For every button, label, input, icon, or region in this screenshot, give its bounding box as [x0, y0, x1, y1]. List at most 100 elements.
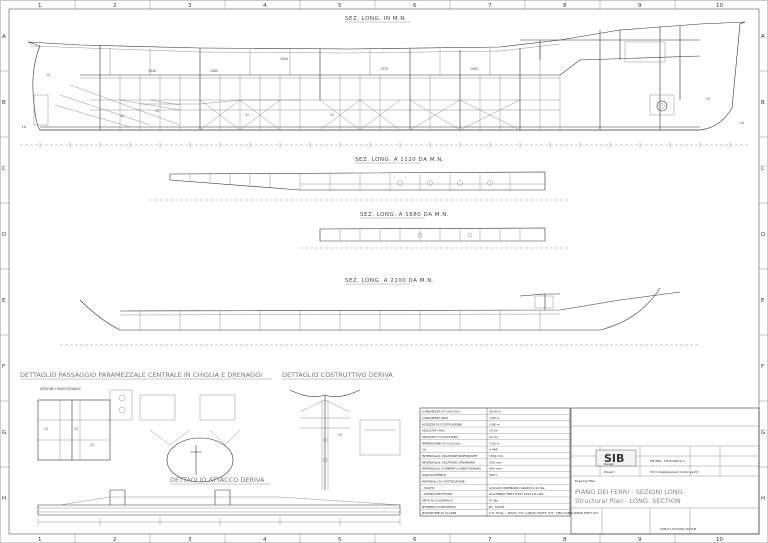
detail-keel-bar	[37, 489, 401, 526]
svg-text:1370: 1370	[380, 67, 388, 71]
row-label: F	[2, 364, 5, 370]
spec-label: Cb	[422, 448, 426, 452]
row-label: G	[761, 430, 765, 436]
spec-value: 450 mm	[489, 467, 502, 471]
col-label: 1	[38, 537, 42, 543]
spec-value: N.I. 50035	[489, 505, 505, 509]
spec-label: ENTE DI CLASSIFICA	[422, 498, 453, 502]
svg-text:12: 12	[155, 109, 159, 113]
svg-text:12: 12	[120, 114, 124, 118]
spec-label: NUMERO DI REGISTRO	[422, 505, 456, 509]
spec-value: 1500 mm	[489, 454, 504, 458]
spec-label: LARGHEZZA MAX	[422, 416, 448, 420]
inner-border	[8, 8, 760, 535]
company-logo: SIB	[604, 452, 624, 465]
section-1680-view	[319, 227, 546, 242]
svg-text:1940: 1940	[470, 67, 478, 71]
col-label: 6	[413, 537, 417, 543]
spec-label: IMMERSIONE DI CALCOLO	[422, 441, 461, 445]
row-label: E	[761, 298, 765, 304]
detail-title-keelson: DETTAGLIO PASSAGGIO PARAMEZZALE CENTRALE…	[20, 371, 262, 379]
svg-text:12: 12	[90, 443, 94, 447]
col-label: 10	[716, 3, 723, 9]
view-title-sec3: SEZ. LONG. A 2100 DA M.N.	[345, 278, 434, 284]
svg-text:12: 12	[245, 113, 249, 117]
row-label: H	[761, 496, 765, 502]
col-label: 8	[563, 537, 567, 543]
section-1120-view	[169, 171, 546, 191]
drawing-title-label: Drawing Title	[575, 479, 595, 483]
col-label: 3	[188, 537, 192, 543]
spec-label: INTERVALLO OSSATURE ORDINARIE	[422, 460, 475, 464]
spec-value: 300 t	[489, 473, 498, 477]
spec-value: 3.80 m	[489, 422, 500, 426]
row-label: A	[761, 34, 765, 40]
spec-value: 7.80 m	[489, 416, 500, 420]
svg-text:12: 12	[74, 427, 78, 431]
svg-text:1940: 1940	[280, 57, 288, 61]
row-label: H	[2, 496, 6, 502]
row-label: C	[2, 166, 6, 172]
col-label: 9	[638, 537, 642, 543]
col-label: 10	[716, 537, 723, 543]
detail-fin-drawing: 12	[289, 389, 401, 490]
row-labels-right: A B C D E F G H	[761, 34, 765, 502]
svg-text:12: 12	[706, 97, 710, 101]
spec-label: DISLOCAMENTO	[422, 473, 447, 477]
spec-label: VELOCITA' DI CROCIERA	[422, 435, 459, 439]
svg-text:LA: LA	[22, 125, 27, 129]
col-label: 3	[188, 3, 192, 9]
view-title-main: SEZ. LONG. IN M.N.	[345, 16, 407, 22]
col-label: 4	[263, 537, 267, 543]
spec-label: VELOCITA' MAX	[422, 429, 445, 433]
spec-label: LUNGHEZZA DI CALCOLO	[422, 410, 461, 414]
view-title-sec1: SEZ. LONG. A 1120 DA M.N.	[355, 157, 444, 163]
row-label: A	[2, 34, 6, 40]
spec-label: INTERVALLO OSSATURE RINFORZATE	[422, 454, 477, 458]
col-label: 9	[638, 3, 642, 9]
row-label: D	[2, 232, 6, 238]
col-label: 1	[38, 3, 42, 9]
row-label: B	[761, 100, 765, 106]
column-labels-bottom: 1 2 3 4 5 6 7 8 9 10	[38, 537, 723, 543]
drawing-title-en: Structural Plan - LONG. SECTION	[575, 497, 681, 505]
main-section-view: 1940 1060 1940 1370 1940 12 12 12 12 12 …	[22, 21, 746, 131]
row-labels-left: A B C D E F G H	[2, 34, 6, 502]
row-label: F	[761, 364, 764, 370]
spec-table-frame	[419, 407, 571, 517]
row-label: G	[2, 430, 6, 436]
svg-text:1060: 1060	[210, 69, 218, 73]
svg-text:12: 12	[330, 113, 334, 117]
spec-label: MATERIALI DI COSTRUZIONE:	[422, 479, 466, 483]
spec-value: 14 Kn	[489, 429, 498, 433]
spec-label: NOTAZIONE DI CLASSE	[422, 511, 456, 515]
spec-value: R.I.Na.	[489, 498, 499, 502]
row-label: E	[2, 298, 6, 304]
detail-title-fin-attach: DETTAGLIO ATTACCO DERIVA	[170, 476, 265, 484]
col-label: 6	[413, 3, 417, 9]
project-value: 39 m displacement motor yacht	[650, 470, 699, 474]
col-label: 8	[563, 3, 567, 9]
svg-text:12: 12	[338, 433, 342, 437]
svg-text:1940: 1940	[148, 69, 156, 73]
project-label: Project	[604, 470, 615, 474]
spec-value: ALLUMINIO 5083 H321 5h111 R.I.Na.	[489, 492, 544, 496]
svg-text:12: 12	[44, 427, 48, 431]
spec-value: 500 mm	[489, 460, 502, 464]
row-label: D	[761, 232, 765, 238]
row-label: B	[2, 100, 6, 106]
detail-title-fin: DETTAGLIO COSTRUTTIVO DERIVA	[282, 371, 393, 379]
spec-label: - SCAFO	[422, 486, 435, 490]
title-block-frame	[570, 407, 760, 535]
hull-outline	[27, 21, 746, 131]
main-baseline-ruler	[20, 142, 750, 148]
svg-text:SEZIONE LONGITUDINALE: SEZIONE LONGITUDINALE	[40, 387, 81, 391]
col-label: 5	[338, 3, 342, 9]
col-label: 7	[488, 3, 492, 9]
drawing-number: COE-01-SUT-DIS-2023-B	[660, 527, 696, 531]
design-value: FM 889 - FM ROSSI S.r.l.	[650, 459, 686, 463]
svg-text:LA: LA	[740, 121, 745, 125]
